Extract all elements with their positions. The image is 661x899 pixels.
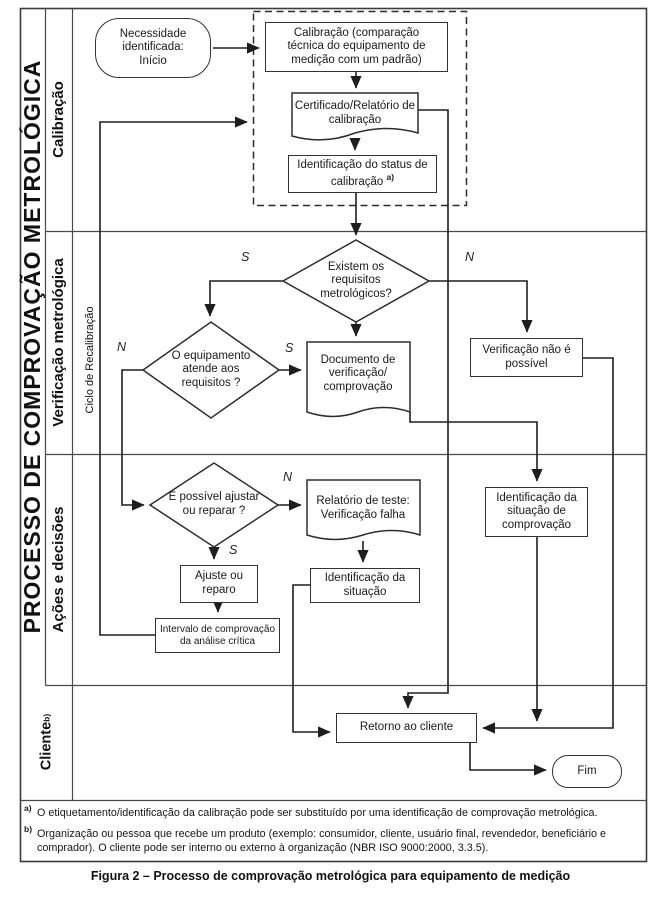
node-ajuste-reparo: Ajuste ou reparo [180, 565, 258, 603]
document-verificacao [306, 341, 411, 418]
node-intervalo-comprovacao-label: Intervalo de comprovação da análise crít… [159, 623, 276, 647]
footnote-a-marker: a) [24, 803, 32, 813]
lane-grid [21, 8, 647, 802]
branch-nao-ajustar: N [283, 470, 293, 484]
branch-nao-existem: N [465, 250, 475, 264]
node-identificacao-situacao: Identificação da situação [310, 568, 420, 603]
decision-equipamento-atende-label: O equipamento atende aos requisitos ? [171, 349, 251, 389]
decision-possivel-ajustar-label: É possível ajustar ou reparar ? [168, 491, 260, 517]
branch-nao-atende: N [117, 340, 127, 354]
node-status-label: Identificação do status de calibração [297, 158, 428, 188]
lane-acoes-decisoes: Ações e decisões [50, 506, 67, 633]
calibration-dashed-boundary [252, 10, 468, 207]
decision-existem-requisitos-label: Existem os requisitos metrológicos? [320, 260, 392, 300]
connectors [99, 42, 614, 776]
document-certificado [291, 92, 419, 141]
lane-calibracao: Calibração [50, 81, 67, 158]
lane-process-title: PROCESSO DE COMPROVAÇÃO METROLÓGICA [19, 59, 45, 634]
node-calibracao-label: Calibração (comparação técnica do equipa… [287, 26, 426, 66]
figure-caption: Figura 2 – Processo de comprovação metro… [90, 869, 571, 883]
node-verificacao-nao-possivel-label: Verificação não é possível [482, 343, 571, 370]
node-status-calibracao: Identificação do status de calibração a) [288, 155, 437, 193]
branch-sim-existem: S [241, 250, 250, 264]
node-verificacao-nao-possivel: Verificação não é possível [470, 338, 583, 377]
node-intervalo-comprovacao: Intervalo de comprovação da análise crít… [155, 618, 280, 653]
node-inicio: Necessidade identificada: Início [95, 18, 211, 78]
node-identificacao-comprovacao-label: Identificação da situação de comprovação [496, 491, 577, 531]
node-ajuste-reparo-label: Ajuste ou reparo [195, 570, 243, 596]
node-identificacao-situacao-label: Identificação da situação [324, 571, 406, 598]
node-certificado-label: Certificado/Relatório de calibração [294, 100, 416, 126]
lane-cliente-text: Cliente [38, 721, 55, 771]
lane-verificacao-metrologica: Verificação metrológica [50, 258, 67, 427]
node-fim-label: Fim [577, 764, 597, 777]
node-status-footnote-ref: a) [386, 172, 395, 183]
decision-equipamento-atende [141, 321, 281, 419]
document-verificacao-label: Documento de verificação/ comprovação [320, 353, 396, 393]
node-fim: Fim [552, 755, 622, 788]
node-calibracao: Calibração (comparação técnica do equipa… [265, 22, 448, 72]
decision-possivel-ajustar [148, 462, 280, 548]
lane-cliente-footnote-ref: b) [41, 713, 52, 722]
document-relatorio-teste-label: Relatório de teste: Verificação falha [316, 495, 410, 521]
lane-cliente: Cliente b) [32, 685, 62, 800]
node-inicio-label: Necessidade identificada: Início [119, 27, 187, 67]
branch-sim-atende: S [285, 341, 294, 355]
branch-sim-ajustar: S [229, 543, 238, 557]
node-retorno-cliente: Retorno ao cliente [336, 713, 477, 743]
figure-border [19, 7, 648, 863]
footnote-b-text: Organização ou pessoa que recebe um prod… [37, 828, 606, 855]
node-identificacao-comprovacao: Identificação da situação de comprovação [485, 487, 588, 537]
decision-existem-requisitos [281, 239, 431, 323]
footnote-b-marker: b) [24, 824, 33, 834]
lane-ciclo-recalibracao: Ciclo de Recalibração [84, 306, 96, 414]
footnote-a-text: O etiquetamento/identificação da calibra… [37, 807, 598, 819]
node-retorno-cliente-label: Retorno ao cliente [359, 721, 454, 734]
document-relatorio-teste [306, 479, 421, 541]
